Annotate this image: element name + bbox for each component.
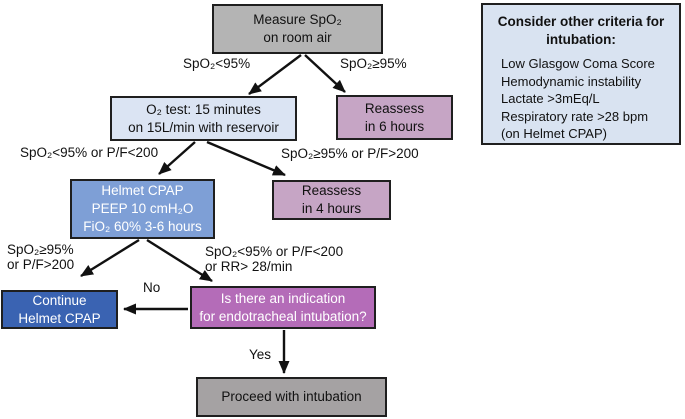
edge-label-spo2-ge-95-pf-gt-200-stacked: SpO₂≥95% or P/F>200 <box>7 242 75 272</box>
criteria-item: Low Glasgow Coma Score <box>501 56 655 72</box>
criteria-item: Hemodynamic instability <box>501 73 642 89</box>
edge-label-spo2-lt-95: SpO₂<95% <box>183 56 251 71</box>
node-reassess-4-hours: Reassess in 4 hours <box>272 180 391 220</box>
edge-label-spo2-lt-95-pf-lt-200-rr: SpO₂<95% or P/F<200 or RR> 28/min <box>205 244 344 274</box>
node-measure-spo2: Measure SpO₂ on room air <box>212 4 383 54</box>
node-helmet-cpap: Helmet CPAP PEEP 10 cmH₂O FiO₂ 60% 3-6 h… <box>70 179 215 239</box>
criteria-item: (on Helmet CPAP) <box>501 126 607 142</box>
arrow-measure-to-reassess6 <box>304 54 346 93</box>
criteria-panel: Consider other criteria for intubation: … <box>481 3 681 145</box>
criteria-panel-title: Consider other criteria for intubation: <box>497 14 665 47</box>
criteria-item: Respiratory rate >28 bpm <box>501 108 649 124</box>
arrow-o2test-to-reassess4 <box>206 140 286 177</box>
arrow-helmet-to-continue <box>80 238 140 278</box>
edge-label-spo2-lt-95-pf-lt-200: SpO₂<95% or P/F<200 <box>20 145 159 160</box>
edge-label-yes: Yes <box>249 347 272 362</box>
node-proceed-with-intubation: Proceed with intubation <box>196 377 387 417</box>
arrow-o2test-to-helmet <box>158 141 196 175</box>
node-intubation-question: Is there an indication for endotracheal … <box>190 286 376 329</box>
criteria-list: Low Glasgow Coma Score Hemodynamic insta… <box>491 55 671 143</box>
arrow-helmet-to-question <box>146 238 213 283</box>
edge-label-no: No <box>143 280 161 295</box>
node-o2-test: O₂ test: 15 minutes on 15L/min with rese… <box>110 96 297 141</box>
criteria-item: Lactate >3mEq/L <box>501 91 600 107</box>
node-continue-helmet-cpap: Continue Helmet CPAP <box>1 290 118 329</box>
node-reassess-6-hours: Reassess in 6 hours <box>336 95 453 140</box>
edge-label-spo2-ge-95: SpO₂≥95% <box>340 56 407 71</box>
arrow-measure-to-o2test <box>248 54 302 95</box>
edge-label-spo2-ge-95-pf-gt-200: SpO₂≥95% or P/F>200 <box>281 146 419 161</box>
